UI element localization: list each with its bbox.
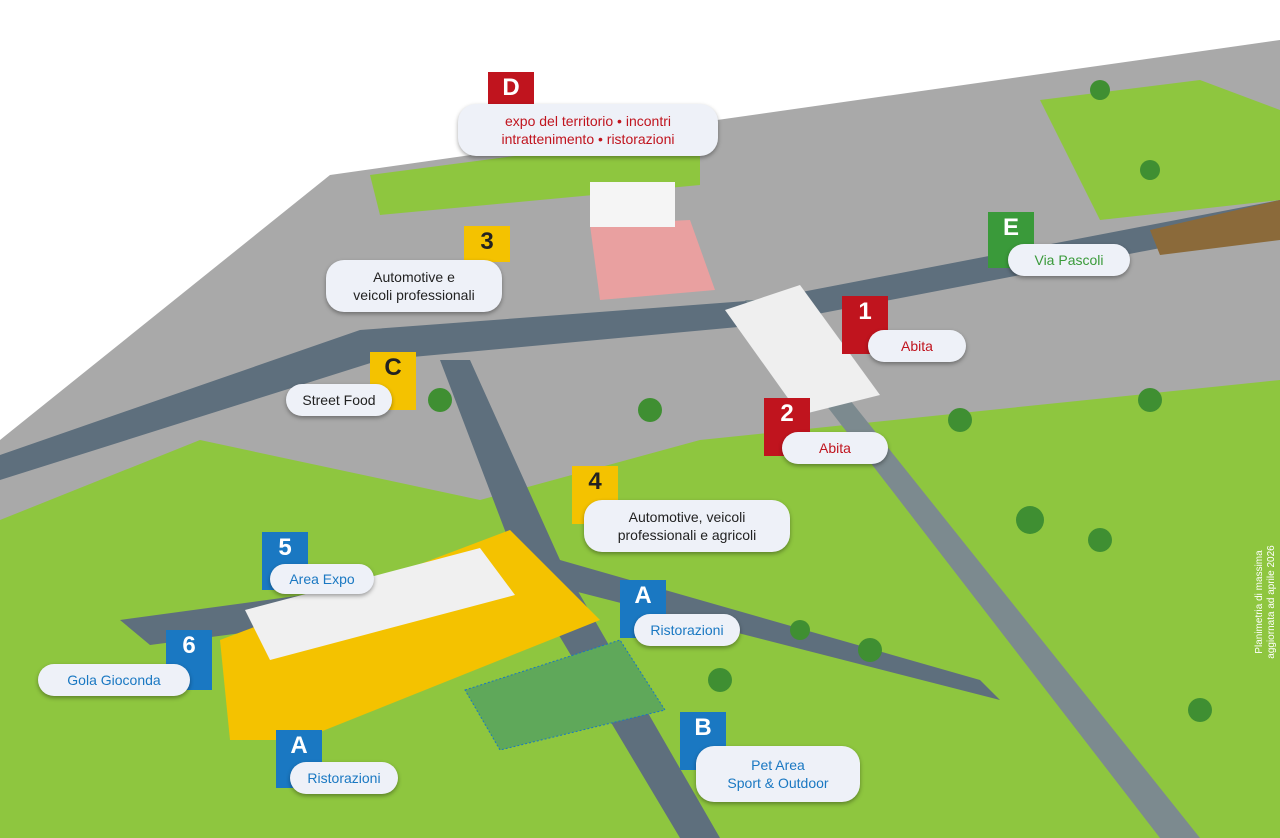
grass-park-east: [1040, 80, 1280, 220]
marker-e-label[interactable]: Via Pascoli: [1008, 244, 1130, 276]
marker-6-label[interactable]: Gola Gioconda: [38, 664, 190, 696]
marker-3-badge[interactable]: 3: [464, 226, 510, 262]
marker-3-label[interactable]: Automotive e veicoli professionali: [326, 260, 502, 312]
label-line: Automotive e: [373, 269, 455, 285]
note-line: aggiornata ad aprile 2026: [1266, 545, 1277, 659]
marker-d-label[interactable]: expo del territorio • incontri intratteni…: [458, 104, 718, 156]
pet-area: [464, 639, 666, 751]
field-brown: [1150, 200, 1280, 255]
label-line: Sport & Outdoor: [727, 775, 829, 791]
marker-a-left-label[interactable]: Ristorazioni: [290, 762, 398, 794]
abita-tents: [725, 285, 880, 415]
marker-5-label[interactable]: Area Expo: [270, 564, 374, 594]
label-line: expo del territorio • incontri: [505, 113, 671, 129]
square-d: [590, 220, 715, 300]
road-diagonal: [440, 360, 720, 838]
marker-d-badge[interactable]: D: [488, 72, 534, 104]
marker-c-label[interactable]: Street Food: [286, 384, 392, 416]
label-line: veicoli professionali: [353, 287, 475, 303]
label-line: intrattenimento • ristorazioni: [501, 131, 675, 147]
label-line: professionali e agricoli: [617, 527, 757, 543]
trees: [428, 80, 1212, 722]
grass-area-north: [370, 140, 700, 215]
marker-1-label[interactable]: Abita: [868, 330, 966, 362]
label-line: Pet Area: [751, 757, 805, 773]
road-main: [0, 200, 1280, 480]
marker-a-right-label[interactable]: Ristorazioni: [634, 614, 740, 646]
expo-tents: [245, 548, 515, 660]
building-d: [590, 182, 675, 227]
marker-2-label[interactable]: Abita: [782, 432, 888, 464]
label-line: Automotive, veicoli: [628, 509, 746, 525]
note-line: Planimetria di massima: [1254, 550, 1265, 654]
marker-4-label[interactable]: Automotive, veicoli professionali e agric…: [584, 500, 790, 552]
